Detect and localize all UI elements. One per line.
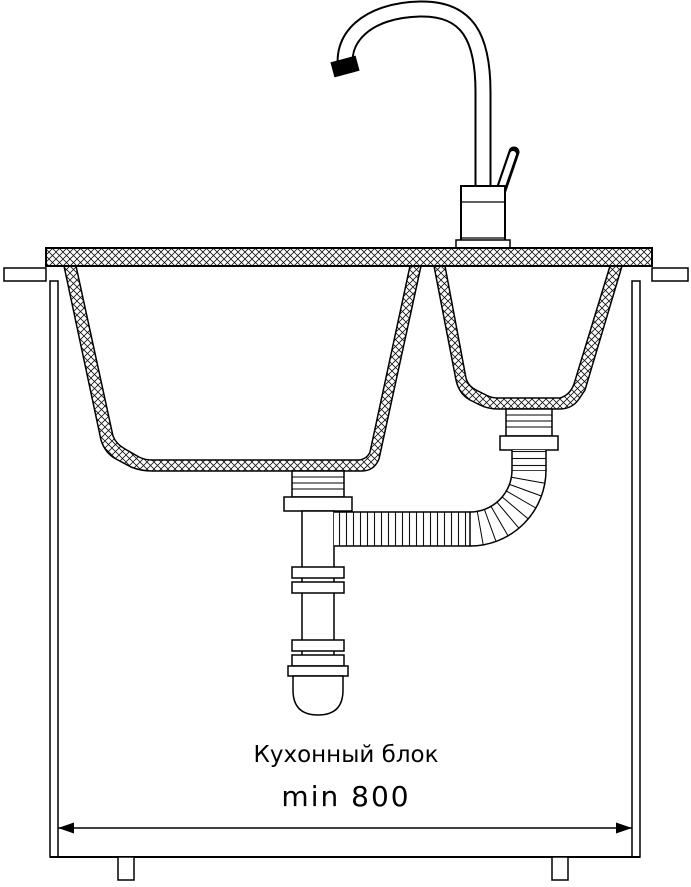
countertop — [3, 247, 689, 282]
counter-tab-right — [651, 267, 689, 282]
spout-aerator — [330, 55, 360, 78]
large-bowl — [63, 265, 422, 472]
arrowhead-left — [58, 822, 74, 834]
cabinet-leg — [117, 856, 135, 881]
sink-bowls — [63, 265, 624, 472]
trap-collar — [291, 654, 345, 667]
cabinet — [49, 280, 641, 881]
cabinet-right-wall — [631, 280, 641, 858]
arrowhead-right — [616, 822, 632, 834]
sink-flange — [45, 247, 653, 267]
caption-text: Кухонный блок — [254, 742, 439, 768]
cabinet-left-wall — [49, 280, 59, 858]
corrugated-pipe — [334, 450, 547, 547]
trap-cup-flange — [287, 665, 349, 677]
main-drain-and-trap — [283, 470, 353, 716]
faucet — [330, 0, 520, 251]
trap-collar — [291, 566, 345, 579]
trap-collar — [291, 581, 345, 594]
small-bowl — [433, 265, 624, 410]
trap-cup — [292, 675, 344, 716]
trap-collar — [291, 639, 345, 652]
small-bowl-drain — [499, 408, 559, 451]
dimension-line — [58, 822, 632, 834]
trap-top-nut — [283, 496, 353, 512]
small-drain-nut — [499, 435, 559, 451]
cabinet-leg — [551, 856, 569, 881]
counter-tab-left — [3, 267, 47, 282]
min-dimension-text: min 800 — [281, 780, 410, 813]
